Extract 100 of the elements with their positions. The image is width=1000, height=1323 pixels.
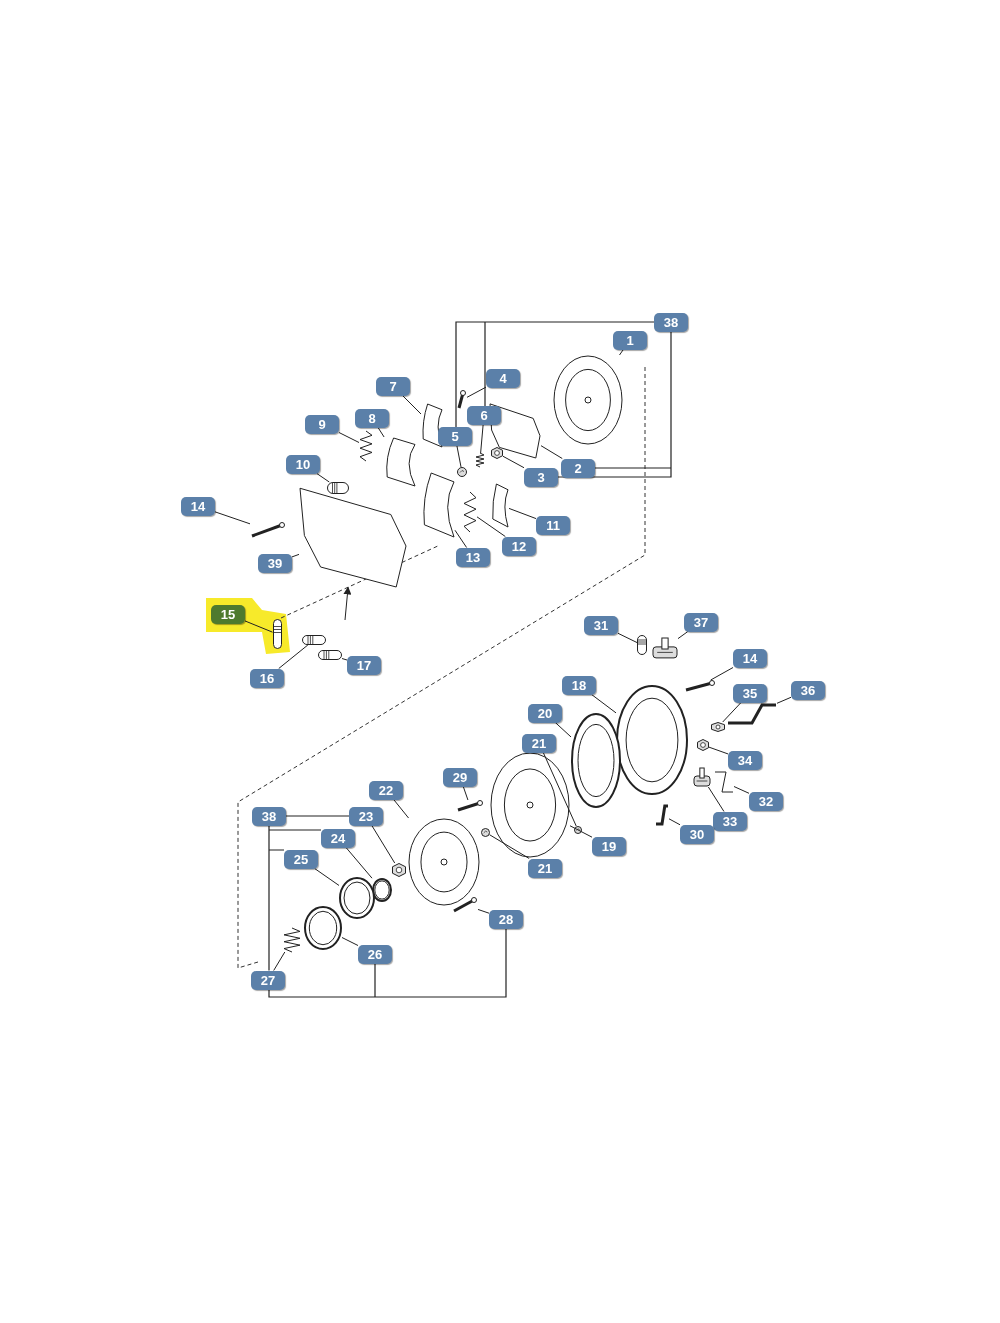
callout-number: 29 [443, 767, 477, 787]
leader-line [477, 908, 490, 914]
cover-drawing [408, 818, 480, 906]
callout-number: 34 [728, 750, 762, 770]
ring-drawing [616, 685, 688, 795]
callout-number: 6 [467, 405, 501, 425]
callout-number: 2 [561, 458, 595, 478]
leader-line [244, 620, 273, 633]
leader-line [480, 424, 484, 454]
ring-drawing [372, 878, 392, 902]
callout-number: 11 [536, 515, 570, 535]
callout-number: 13 [456, 547, 490, 567]
ball-drawing [574, 826, 582, 834]
screw-drawing [457, 390, 467, 410]
ring-drawing [339, 877, 375, 919]
leader-line [214, 511, 251, 525]
callout-number: 3 [524, 467, 558, 487]
screw-drawing [684, 680, 716, 692]
plate-drawing [489, 401, 541, 459]
leader-line [462, 786, 469, 801]
callout-number: 14 [733, 648, 767, 668]
callout-number: 20 [528, 703, 562, 723]
ball-drawing [480, 827, 490, 837]
callout-number: 36 [791, 680, 825, 700]
screw-drawing [250, 522, 286, 538]
valve-drawing [693, 767, 711, 787]
spring-drawing [359, 431, 373, 461]
ball-drawing [457, 467, 467, 477]
leader-line [273, 951, 286, 971]
leader-line [708, 746, 729, 755]
nut-drawing [711, 722, 725, 732]
wire-clip-drawing [714, 770, 734, 794]
callout-number: 18 [562, 675, 596, 695]
ring-drawing [571, 712, 621, 808]
spring-drawing [463, 492, 477, 532]
leader-line [341, 658, 348, 661]
callout-number: 14 [181, 496, 215, 516]
callout-number: 37 [684, 612, 718, 632]
leader-line [617, 632, 638, 644]
callout-number: 16 [250, 668, 284, 688]
nut-drawing [491, 447, 503, 459]
leader-line [291, 553, 300, 558]
leader-line [345, 847, 373, 879]
nut-drawing [392, 863, 406, 877]
leader-line [502, 455, 525, 469]
callout-number: 38 [654, 312, 688, 332]
callout-number: 1 [613, 330, 647, 350]
callout-number: 22 [369, 780, 403, 800]
callout-number: 19 [592, 836, 626, 856]
leader-line [776, 696, 792, 704]
leader-line [316, 473, 330, 483]
callout-number: 31 [584, 615, 618, 635]
leader-line [489, 834, 530, 859]
leader-line [456, 445, 462, 468]
leader-line [722, 702, 742, 723]
lever-drawing [421, 472, 455, 538]
leader-line [341, 937, 359, 946]
callout-number: 12 [502, 536, 536, 556]
pin-drawing [327, 482, 349, 494]
leader-line [377, 427, 385, 438]
callout-number: 28 [489, 909, 523, 929]
nut-drawing [697, 739, 709, 751]
leader-line [707, 786, 725, 812]
callout-number: 21 [528, 858, 562, 878]
leader-line [710, 667, 734, 681]
leader-line [569, 825, 593, 838]
leader-line [338, 432, 360, 443]
leader-line [466, 386, 487, 398]
callout-number: 9 [305, 414, 339, 434]
leader-line [508, 507, 537, 520]
leader-line [733, 786, 750, 794]
callout-number: 24 [321, 828, 355, 848]
cover-drawing [553, 355, 623, 445]
leader-line [314, 868, 340, 886]
callout-number: 27 [251, 970, 285, 990]
arrow [343, 586, 352, 621]
callout-number: 5 [438, 426, 472, 446]
leader-line [371, 825, 396, 864]
callout-number: 32 [749, 791, 783, 811]
lever-drawing [491, 482, 509, 528]
leader-line [402, 395, 422, 415]
callout-number: 38 [252, 806, 286, 826]
screw-drawing [456, 800, 484, 812]
spring-drawing [283, 928, 301, 952]
pipe-drawing [655, 804, 669, 826]
spring-drawing [475, 453, 485, 467]
callout-number: 39 [258, 553, 292, 573]
leader-line [668, 818, 681, 826]
ring-drawing [304, 906, 342, 950]
callout-number: 4 [486, 368, 520, 388]
callout-number: 8 [355, 408, 389, 428]
pin-drawing [318, 650, 342, 660]
leader-line [278, 644, 309, 669]
callout-number: 30 [680, 824, 714, 844]
cover-drawing [490, 752, 570, 858]
leader-line [554, 722, 572, 738]
callout-number: 23 [349, 806, 383, 826]
screw-drawing [452, 897, 478, 913]
callout-number: 21 [522, 733, 556, 753]
leader-line [619, 349, 624, 356]
